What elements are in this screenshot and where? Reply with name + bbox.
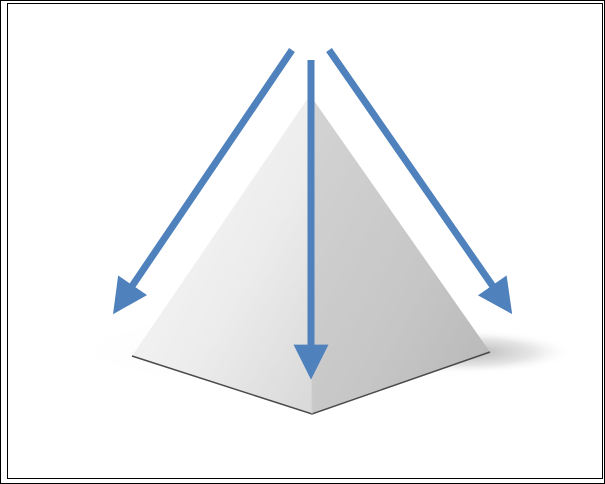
pyramid-diagram: [0, 0, 605, 484]
